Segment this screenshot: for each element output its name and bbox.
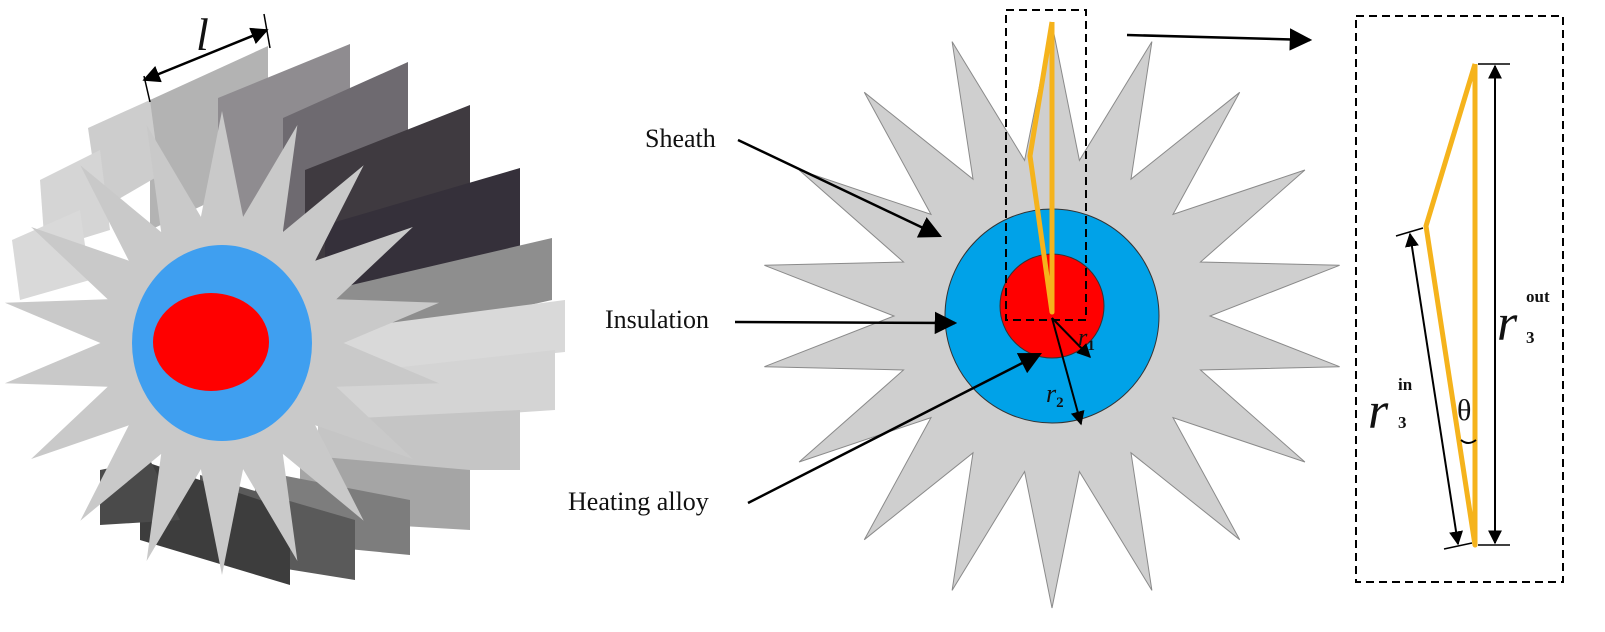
r2-arrow <box>1051 317 1085 426</box>
theta-arc <box>1460 439 1477 444</box>
fin-plate <box>88 100 160 210</box>
r3-in-arrow <box>1405 232 1463 546</box>
insulation-leader <box>734 311 958 335</box>
r3-in-tick-bottom <box>1443 542 1473 550</box>
r3-out-sub: 3 <box>1526 328 1535 347</box>
heating-alloy-3d <box>153 293 269 391</box>
insulation-label: Insulation <box>605 305 709 334</box>
fin-detail-view: r out 3 r in 3 θ <box>1355 15 1564 583</box>
highlighted-fin <box>1027 21 1055 315</box>
r2-label: r2 <box>1046 379 1064 411</box>
r3-out-sup: out <box>1526 287 1550 306</box>
cross-section-view: r1 r2 Sheath Insulation Heating alloy <box>568 9 1340 609</box>
fin-length-arrow <box>142 27 269 83</box>
r3-in-tick-top <box>1395 227 1424 237</box>
sheath-label: Sheath <box>645 124 716 153</box>
r3-in-sup: in <box>1398 375 1413 394</box>
fin-detail-outline <box>1423 63 1478 548</box>
zoom-arrow <box>1126 28 1313 51</box>
detail-box <box>1355 15 1564 583</box>
r3-in-sub: 3 <box>1398 413 1407 432</box>
heating-alloy-leader <box>747 352 1043 505</box>
theta-label: θ <box>1457 394 1471 427</box>
fin-plate <box>12 210 90 300</box>
sheath-leader <box>737 138 943 238</box>
heating-alloy-label: Heating alloy <box>568 487 709 516</box>
fin-length-tick <box>143 75 151 103</box>
r1-label: r1 <box>1078 325 1095 354</box>
r3-in-label: r <box>1368 383 1389 440</box>
r1-arrow <box>1051 317 1091 359</box>
fin-length-tick <box>263 13 271 49</box>
zoom-selection-box <box>1005 9 1087 321</box>
fin-length-label: l <box>196 9 209 60</box>
finned-heater-3d-view: l <box>4 9 565 585</box>
r3-out-label: r <box>1497 295 1518 352</box>
